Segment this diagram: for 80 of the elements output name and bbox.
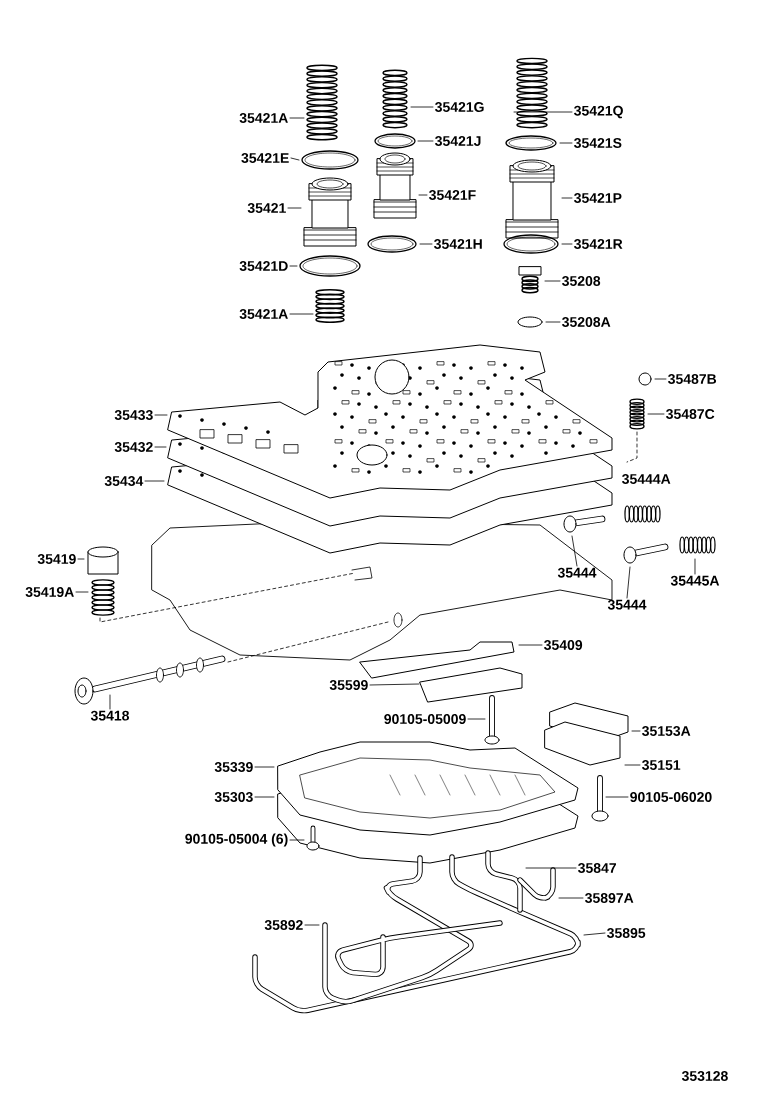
leader-line <box>109 694 111 710</box>
leader-line <box>544 280 561 282</box>
callout-number: 35892 <box>264 920 303 930</box>
leader-line <box>417 140 434 142</box>
callout-number: 90105-05009 <box>384 714 466 724</box>
callout-number: 90105-06020 <box>630 792 712 802</box>
callout-number: 35444A <box>622 474 671 484</box>
leader-line <box>290 157 300 161</box>
leader-line <box>410 106 434 108</box>
callout-number: 35421P <box>574 193 622 203</box>
callout-number: 35421S <box>574 138 622 148</box>
callout-number: 35208A <box>562 317 611 327</box>
leader-line <box>254 766 275 768</box>
leader-line <box>289 117 305 119</box>
leader-line <box>77 558 85 560</box>
callout-number: 35409 <box>544 640 583 650</box>
callout-number: 35151 <box>642 760 681 770</box>
callout-number: 35421J <box>435 136 481 146</box>
callout-number: 35153A <box>642 726 691 736</box>
callout-number: 35421F <box>429 190 476 200</box>
callout-number: 35421A <box>239 309 288 319</box>
callout-number: 35432 <box>114 442 153 452</box>
leader-line <box>287 207 302 209</box>
callout-number: 90105-05004 (6) <box>185 833 288 847</box>
leader-line <box>289 265 298 267</box>
leader-line <box>144 480 165 482</box>
figure-number: 353128 <box>681 1071 728 1081</box>
callout-number: 35418 <box>90 710 130 721</box>
callout-number: 35421Q <box>574 105 623 119</box>
leader-line <box>518 644 543 646</box>
leader-line <box>525 867 577 869</box>
leader-line <box>545 321 561 323</box>
leader-line <box>624 764 641 766</box>
leader-line <box>694 558 696 575</box>
leader-line <box>631 730 641 732</box>
leader-line <box>289 313 314 315</box>
leader-line <box>583 932 606 936</box>
leader-line <box>467 718 486 720</box>
callout-number: 35434 <box>104 476 144 486</box>
leader-line <box>647 413 665 415</box>
leader-line <box>561 243 573 245</box>
callout-number: 35421H <box>434 239 482 249</box>
callout-number: 35419A <box>25 587 74 597</box>
leader-line <box>254 796 275 798</box>
callout-number: 35421 <box>247 203 286 213</box>
leader-line <box>513 111 573 113</box>
leader-line <box>626 566 631 599</box>
callout-number: 35847 <box>578 863 616 873</box>
leader-line <box>605 796 629 798</box>
leader-line <box>304 924 320 926</box>
callout-number: 35421D <box>239 261 288 271</box>
callout-number: 35444 <box>557 567 597 578</box>
leader-line <box>75 591 89 593</box>
callout-number: 35895 <box>607 928 646 938</box>
leader-line <box>369 683 420 686</box>
callout-number: 35421R <box>574 239 623 249</box>
leader-line <box>289 839 305 841</box>
callout-number: 35208 <box>562 276 601 286</box>
callout-number: 35303 <box>214 792 253 802</box>
leader-line <box>154 414 168 416</box>
leader-line <box>654 378 667 380</box>
callout-number: 35444 <box>607 599 647 610</box>
callout-number: 35487B <box>668 374 717 384</box>
callout-number: 35445A <box>670 575 720 586</box>
leader-line <box>154 446 167 448</box>
callout-number: 35421A <box>239 113 288 123</box>
leader-line <box>558 897 584 899</box>
callout-number: 35599 <box>329 680 368 690</box>
leader-line <box>418 194 428 196</box>
leader-line <box>571 535 578 567</box>
callout-number: 35421E <box>241 153 289 163</box>
callout-number: 35433 <box>114 410 153 420</box>
callout-number: 35421G <box>435 102 484 112</box>
callout-number: 35897A <box>585 893 634 903</box>
leader-line <box>561 197 573 199</box>
callout-number: 35419 <box>37 554 76 564</box>
leader-line <box>419 243 433 245</box>
callout-number: 35339 <box>214 762 253 772</box>
leader-line <box>559 142 573 144</box>
callout-number: 35487C <box>666 409 715 419</box>
